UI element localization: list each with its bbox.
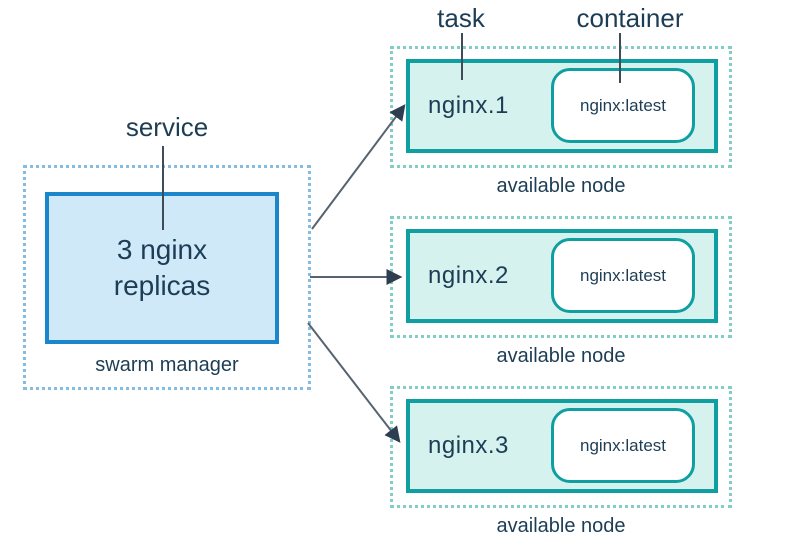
task-box-1: nginx.1 nginx:latest [406,59,718,153]
available-node-box-3: nginx.3 nginx:latest [390,386,732,508]
container-image-3: nginx:latest [580,435,666,455]
available-node-caption-3: available node [496,515,626,537]
container-box-3: nginx:latest [551,408,695,483]
node-group-3: nginx.3 nginx:latest available node [390,386,732,538]
service-annotation-label: service [125,112,209,142]
swarm-manager-caption: swarm manager [95,354,239,376]
service-box: 3 nginx replicas [45,192,279,344]
container-box-1: nginx:latest [551,68,695,143]
task-box-2: nginx.2 nginx:latest [406,229,718,323]
task-name-1: nginx.1 [428,92,509,119]
available-node-caption-1: available node [496,175,626,197]
arrow-service-to-node3 [307,322,401,443]
container-box-2: nginx:latest [551,238,695,313]
available-node-box-2: nginx.2 nginx:latest [390,216,732,338]
available-node-box-1: nginx.1 nginx:latest [390,46,732,168]
task-box-3: nginx.3 nginx:latest [406,399,718,493]
container-annotation-label: container [576,3,684,33]
task-name-2: nginx.2 [428,262,509,289]
swarm-manager-group: 3 nginx replicas swarm manager [23,165,311,390]
node-group-2: nginx.2 nginx:latest available node [390,216,732,368]
container-image-1: nginx:latest [580,95,666,115]
container-image-2: nginx:latest [580,265,666,285]
available-node-caption-2: available node [496,345,626,367]
task-annotation-label: task [437,3,485,33]
service-box-text: 3 nginx replicas [113,234,211,301]
node-group-1: nginx.1 nginx:latest available node [390,46,732,198]
task-name-3: nginx.3 [428,432,509,459]
